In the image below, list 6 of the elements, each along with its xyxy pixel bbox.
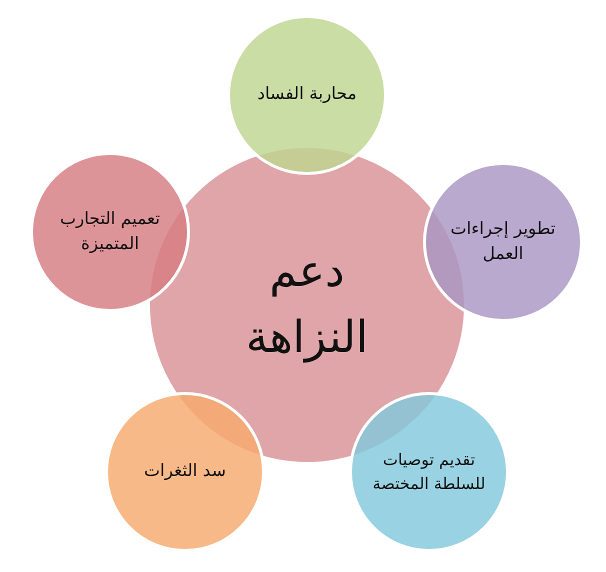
node-label: تقديم توصيات للسلطة المختصة	[372, 449, 486, 495]
node-label: تطوير إجراءات العمل	[449, 218, 557, 266]
node-label: تعميم التجارب المتميزة	[58, 208, 161, 256]
node-label: محاربة الفساد	[256, 83, 358, 106]
node-label: سد الثغرات	[143, 460, 227, 483]
node-label: دعم النزاهة	[244, 245, 370, 365]
